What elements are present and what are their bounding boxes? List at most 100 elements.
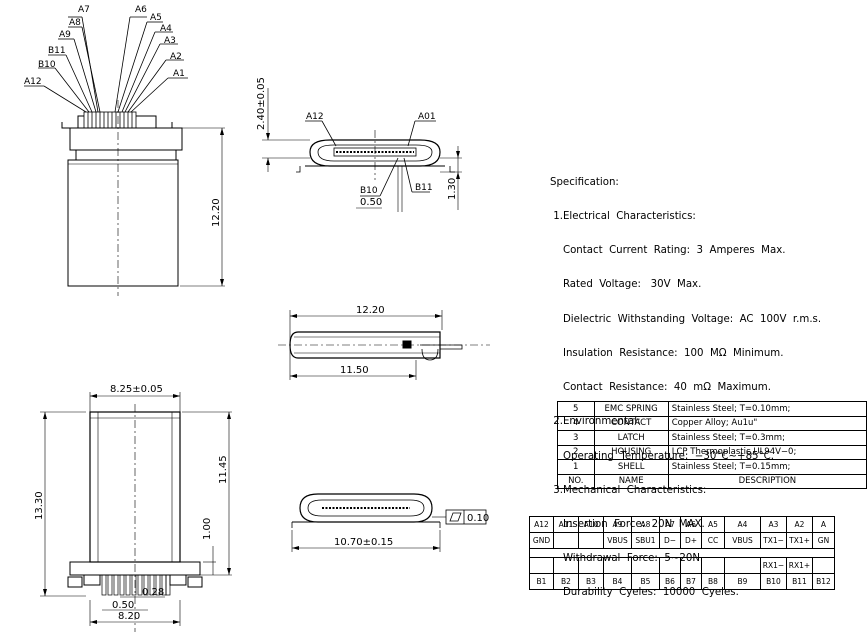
spec-line: Rated Voltage: 30V Max. [550,279,702,291]
pin-cell [603,557,632,574]
pin-cell: A10 [578,516,604,533]
flatness-value: 0.10 [467,513,489,524]
front-shell [67,159,179,287]
pin-cell: B6 [659,573,681,590]
end-pitch-dim: 0.50 [360,197,382,208]
front-tabs [61,115,173,129]
side-shell [289,331,441,359]
side-view: 12.20 11.50 [278,305,490,380]
pin-cell: B7 [680,573,702,590]
pin-callout: A5 [150,13,162,23]
end-view: 2.40±0.05 A12 A01 B10 0.50 B11 1.30 [256,77,462,212]
pin-cell: D− [659,532,681,549]
end-label-b10: B10 [360,186,378,196]
spacer-cell [529,548,835,558]
pin-cell [812,557,835,574]
pin-cell [578,532,604,549]
table-header-row: NO. NAME DESCRIPTION [557,473,867,489]
pin-cell: VBUS [603,532,632,549]
table-row: 2 HOUSING LCP Thermoplastic,UL94V−0; [557,444,867,460]
pin-cell [701,557,725,574]
bill-of-materials: 5 EMC SPRING Stainless Steel; T=0.10mm; … [557,401,867,489]
pin-cell [529,557,554,574]
pin-callout: A3 [164,36,176,46]
pin-cell: RX1− [760,557,787,574]
end-offset-dim: 1.30 [447,178,458,200]
front-pins [83,111,137,129]
pin-cell: B2 [553,573,579,590]
pin-callout-leaders [24,16,188,113]
front-view: A7 A6 A8 A5 A4 A9 A3 B11 A2 B10 A1 A12 [24,5,225,296]
pin-callout: B11 [48,46,66,56]
pin-cell: A8 [631,516,660,533]
pin-cell [553,532,579,549]
table-row: 4 CONTACT Copper Alloy; Au1u" [557,415,867,431]
bottom-pins [101,574,171,596]
pin-cell: A5 [701,516,725,533]
pin-callout: A12 [24,77,42,87]
pin-cell: A6 [680,516,702,533]
pin-cell: A [812,516,835,533]
table-row: 3 LATCH Stainless Steel; T=0.3mm; [557,430,867,446]
spec-line: 1.Electrical Characteristics: [550,211,696,223]
pin-cell: TX1+ [786,532,813,549]
pin-cell: A4 [724,516,761,533]
b-signal-row: RX1−RX1+ [529,557,835,574]
pin-cell: VBUS [724,532,761,549]
pin-callout: B10 [38,60,56,70]
spec-line: Insulation Resistance: 100 MΩ Minimum. [550,347,784,359]
spec-line: Durability Cyeles: 10000 Cyeles. [550,587,739,599]
side-length-dim: 12.20 [356,305,385,316]
pin-callout: A1 [173,69,185,79]
spec-line: Dielectric Withstanding Voltage: AC 100V… [550,313,822,325]
bottom-width-dim: 8.25±0.05 [110,384,163,395]
bottom-tail-dim: 1.00 [202,518,213,540]
mating-view: 10.70±0.15 0.10 [291,493,489,552]
pin-cell: GND [529,532,554,549]
spec-line: Contact Current Rating: 3 Amperes Max. [550,245,786,257]
pin-cell: B4 [603,573,632,590]
pin-cell: A2 [786,516,813,533]
spec-line: Contact Resistance: 40 mΩ Maximum. [550,382,771,394]
pin-cell: A3 [760,516,787,533]
pin-callout: A8 [69,18,81,28]
pin-callout: A6 [135,5,147,15]
pin-callout: A7 [78,5,90,15]
spacer-row [529,548,835,558]
pin-callout: A9 [59,30,71,40]
flatness-icon [449,512,462,522]
pin-cell [553,557,579,574]
pin-cell: A9 [603,516,632,533]
flatness-box [445,509,487,525]
pin-cell [724,557,761,574]
side-body-dim: 11.50 [340,365,369,376]
pin-cell: B9 [724,573,761,590]
pin-cell: SBU1 [631,532,660,549]
table-row: 5 EMC SPRING Stainless Steel; T=0.10mm; [557,401,867,417]
mating-width-dim: 10.70±0.15 [334,537,393,548]
end-label-right: A01 [418,112,436,122]
pin-cell: A11 [553,516,579,533]
bottom-view: 8.25±0.05 13.30 11.45 1.00 [34,384,232,632]
front-height-dim: 12.20 [211,198,222,227]
pin-cell: RX1+ [786,557,813,574]
pin-cell: A7 [659,516,681,533]
spec-line: 3.Mechanical Characteristics: [550,484,707,496]
end-label-left: A12 [306,112,324,122]
pin-cell: CC [701,532,725,549]
pin-cell: B3 [578,573,604,590]
pin-cell: B12 [812,573,835,590]
end-thickness-dim: 2.40±0.05 [256,77,267,130]
pin-cell [578,557,604,574]
pin-cell: B5 [631,573,660,590]
pin-cell: B1 [529,573,554,590]
pin-cell: B10 [760,573,787,590]
bottom-pin-width-dim: 0.28 [142,587,164,598]
bottom-span-dim: 8.20 [118,611,140,622]
end-label-b11: B11 [415,183,433,193]
